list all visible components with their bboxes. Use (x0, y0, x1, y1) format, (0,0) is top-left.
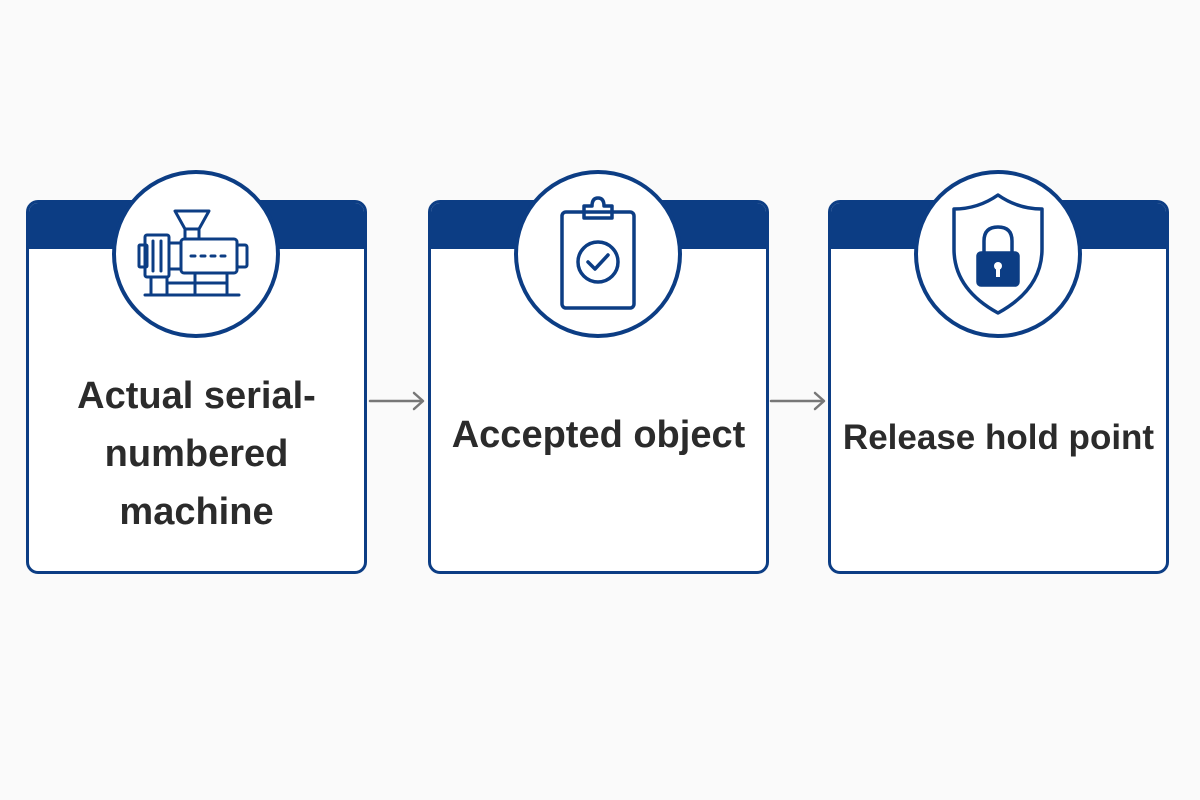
step-label: Release hold point (842, 418, 1155, 457)
step-label: Accepted object (451, 414, 746, 456)
step-label: Actual serial-numbered machine (77, 375, 316, 533)
machine-icon (112, 170, 280, 338)
arrow-right-icon (769, 391, 826, 411)
step-card-release-hold-point: Release hold point (828, 200, 1169, 574)
clipboard-check-icon (514, 170, 682, 338)
arrow-right-icon (368, 391, 425, 411)
shield-lock-icon (914, 170, 1082, 338)
